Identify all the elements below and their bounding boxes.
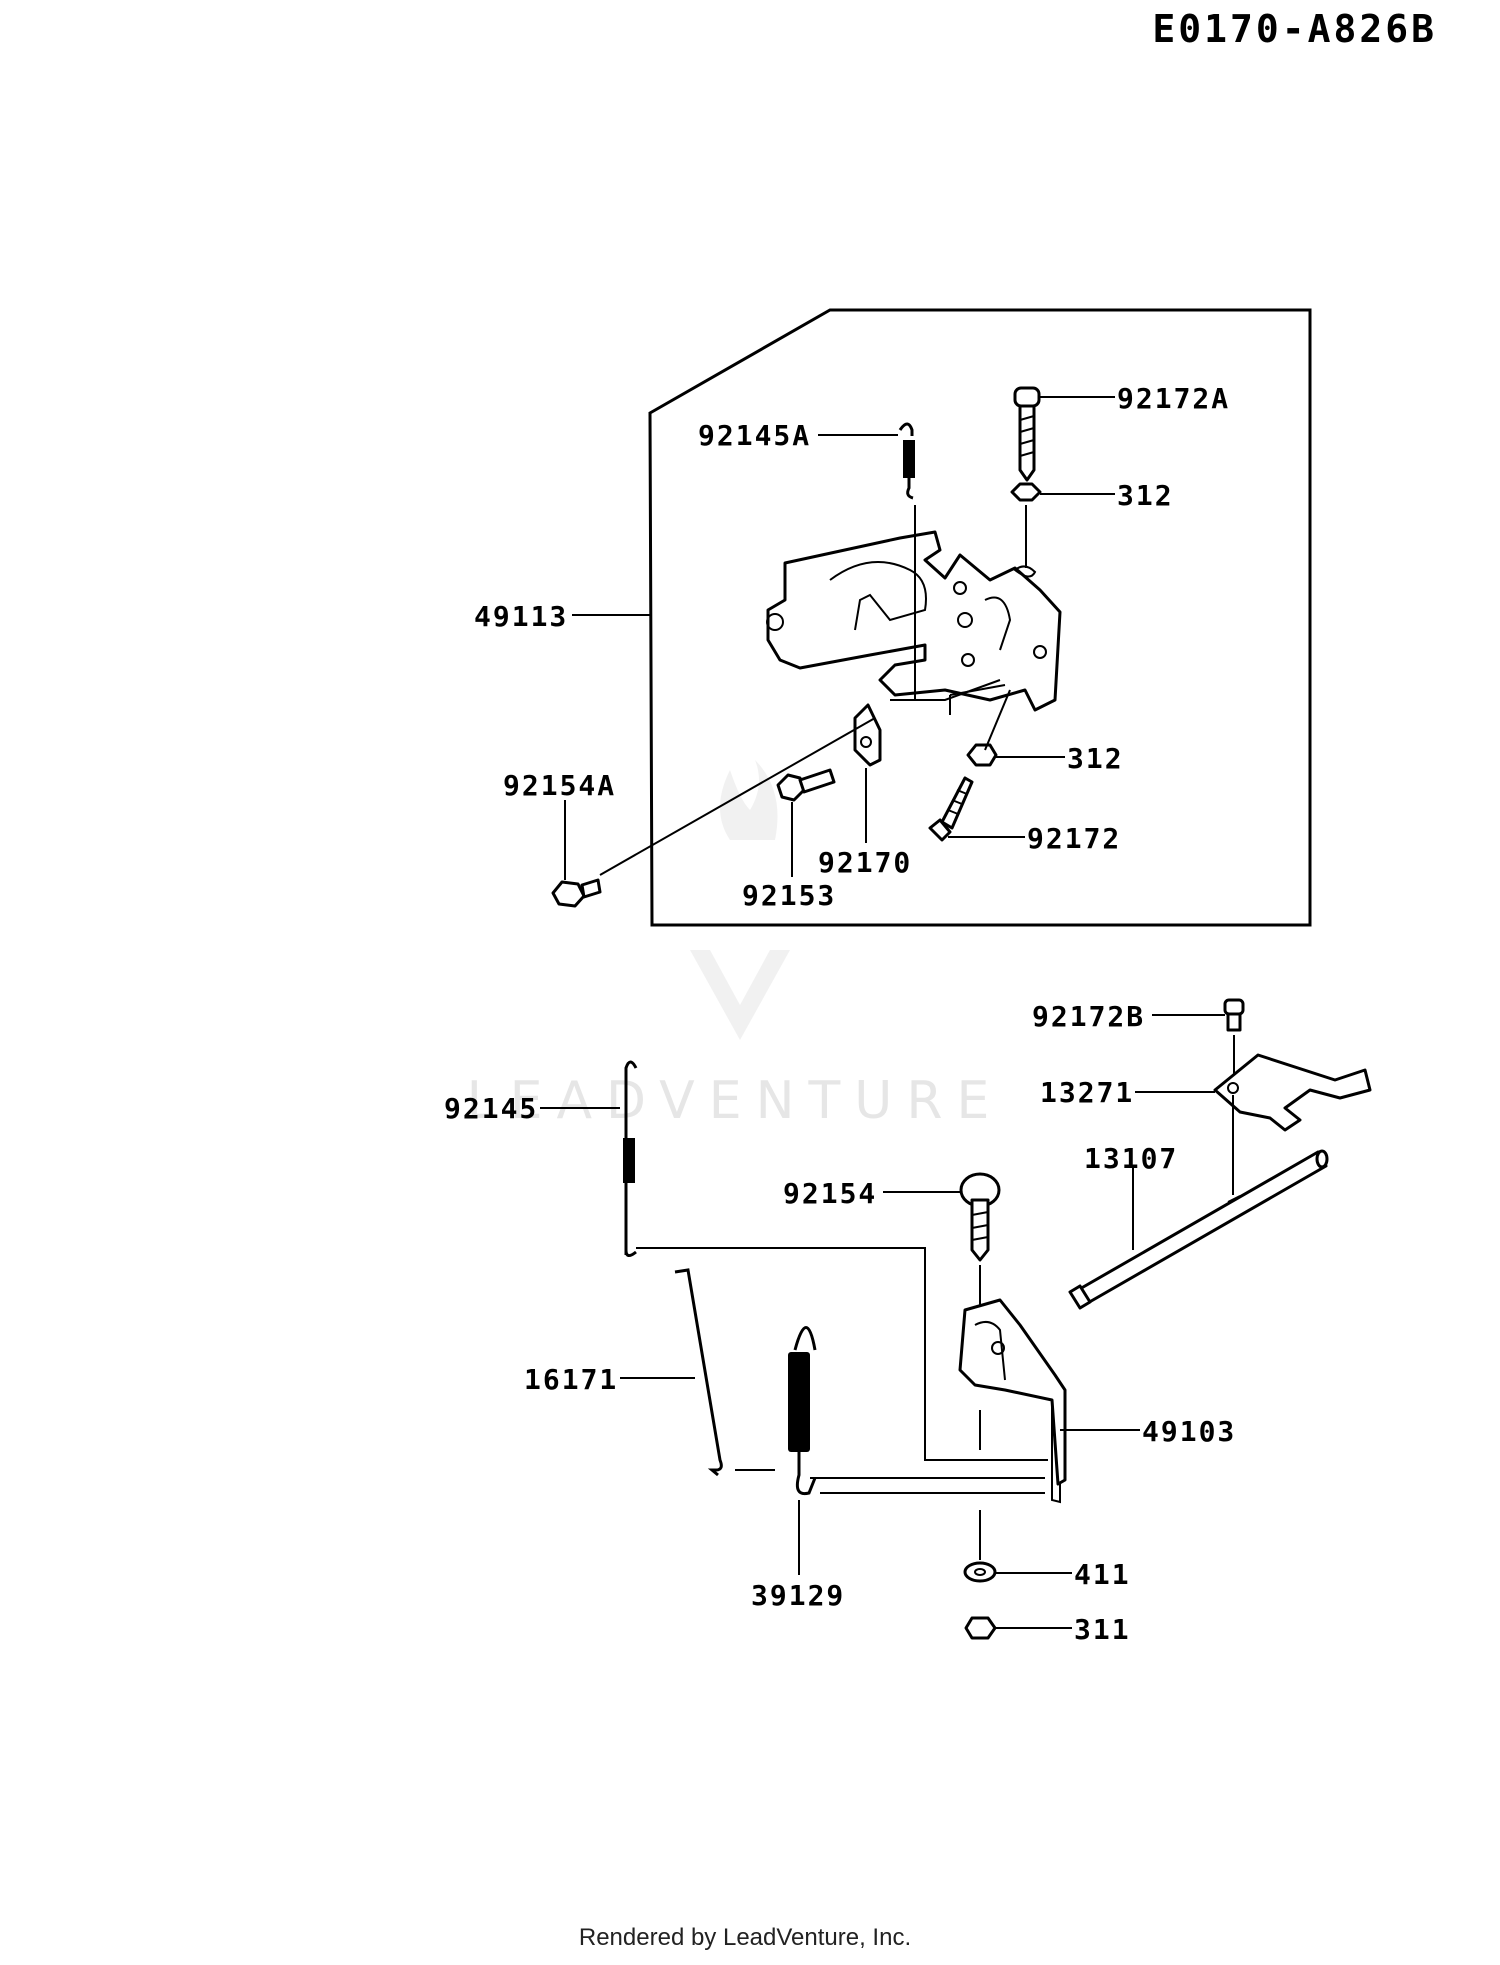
bolt-92172B-part — [1223, 998, 1245, 1085]
control-bracket-part — [766, 530, 1062, 712]
label-49103: 49103 — [1142, 1415, 1236, 1448]
diagram-code: E0170-A826B — [1152, 7, 1437, 51]
bolt-92172-part — [928, 776, 974, 842]
label-92172A: 92172A — [1117, 382, 1230, 415]
spring-92145A-part — [898, 422, 916, 700]
label-92154: 92154 — [783, 1177, 877, 1210]
label-312-top: 312 — [1117, 479, 1174, 512]
label-92145A: 92145A — [698, 419, 811, 452]
label-16171: 16171 — [524, 1363, 618, 1396]
label-13107: 13107 — [1084, 1142, 1178, 1175]
label-411: 411 — [1074, 1558, 1131, 1591]
label-312-mid: 312 — [1067, 742, 1124, 775]
clip-92170-part — [853, 703, 882, 767]
bolt-92154A-part — [551, 878, 602, 908]
washer-411-part — [963, 1510, 997, 1583]
label-13271: 13271 — [1040, 1076, 1134, 1109]
spring-92145-part — [623, 1060, 1048, 1461]
label-39129: 39129 — [751, 1579, 845, 1612]
label-92170: 92170 — [818, 846, 912, 879]
label-92172B: 92172B — [1032, 1000, 1145, 1033]
nut-311-part — [964, 1616, 997, 1640]
label-92172: 92172 — [1027, 822, 1121, 855]
label-92145: 92145 — [444, 1092, 538, 1125]
assembly-frame-49113 — [648, 308, 1312, 927]
footer-credit: Rendered by LeadVenture, Inc. — [579, 1924, 911, 1951]
watermark-logo — [690, 760, 790, 1040]
shaft-13107-part — [1068, 1149, 1329, 1310]
nut-312-mid-part — [966, 743, 998, 767]
label-311: 311 — [1074, 1613, 1131, 1646]
label-49113: 49113 — [474, 600, 568, 633]
label-92154A: 92154A — [503, 769, 616, 802]
bolt-92153-part — [776, 768, 836, 802]
label-92153: 92153 — [742, 879, 836, 912]
bolt-92172A-part — [1013, 386, 1041, 482]
rod-16171-part — [674, 1268, 775, 1477]
nut-312-top-part — [1010, 482, 1042, 568]
lever-49103-part — [958, 1298, 1067, 1504]
watermark-text: LEADVENTURE — [467, 1071, 1004, 1131]
carriage-bolt-92154-part — [959, 1172, 1001, 1310]
plate-13271-part — [1213, 1053, 1372, 1195]
spring-39129-part — [788, 1326, 1045, 1496]
